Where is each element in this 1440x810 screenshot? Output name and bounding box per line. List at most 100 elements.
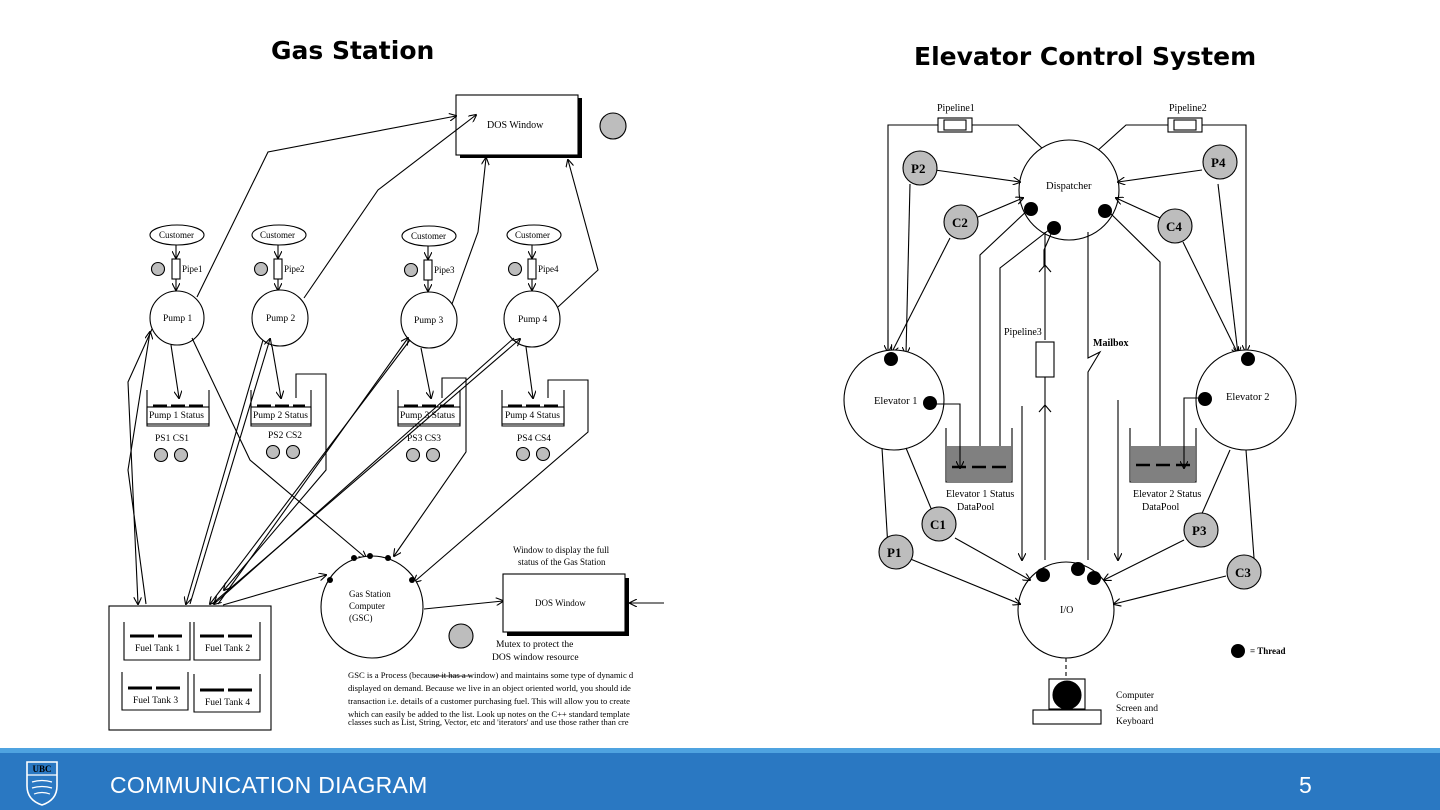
- svg-text:Fuel Tank 2: Fuel Tank 2: [205, 644, 250, 654]
- pipeline3-rect: [1035, 341, 1055, 378]
- gas-station-description: GSC is a Process (because it has a windo…: [348, 670, 634, 727]
- svg-text:PS4 CS4: PS4 CS4: [517, 434, 551, 444]
- elevator1-circle: [843, 349, 945, 451]
- customer-to-pipe-arrows: [176, 245, 532, 291]
- svg-text:Elevator 2 Status: Elevator 2 Status: [1133, 489, 1201, 500]
- gsc-threads: [327, 553, 415, 583]
- elevator-diagram: [843, 117, 1297, 725]
- svg-text:status of the Gas Station: status of the Gas Station: [518, 557, 606, 567]
- gas-station-title: Gas Station: [271, 36, 435, 65]
- svg-text:PS2 CS2: PS2 CS2: [268, 431, 302, 441]
- svg-text:Elevator 1 Status: Elevator 1 Status: [946, 489, 1014, 500]
- gas-station-diagram: [108, 94, 664, 731]
- svg-text:GSC is a Process (because it h: GSC is a Process (because it has a windo…: [348, 670, 634, 680]
- svg-text:Fuel Tank 3: Fuel Tank 3: [133, 696, 178, 706]
- svg-text:P3: P3: [1192, 523, 1207, 538]
- fuel-tanks: [121, 622, 261, 713]
- ubc-logo: UBC: [26, 761, 58, 806]
- svg-text:I/O: I/O: [1060, 605, 1073, 616]
- diagrams-canvas: DOS Window Customer Customer Customer Cu…: [108, 94, 1297, 731]
- svg-text:(GSC): (GSC): [349, 613, 373, 623]
- dos-window-bottom: [502, 573, 626, 633]
- svg-text:Pump 1 Status: Pump 1 Status: [149, 411, 204, 421]
- pump-fuel-arrows: [127, 328, 520, 605]
- elevator-small-node-labels: P2 P4 C2 C4 C1 P1 P3 C3: [887, 155, 1251, 580]
- svg-text:PS1 CS1: PS1 CS1: [155, 434, 189, 444]
- svg-text:Pump 3 Status: Pump 3 Status: [400, 411, 455, 421]
- elevator-thread-dots: [884, 202, 1255, 658]
- footer-bar: [0, 748, 1440, 810]
- footer-title: COMMUNICATION DIAGRAM: [110, 772, 428, 798]
- svg-text:Keyboard: Keyboard: [1116, 717, 1154, 727]
- svg-text:Pump 2: Pump 2: [266, 314, 296, 324]
- customer-ellipses: [149, 224, 562, 247]
- svg-text:Computer: Computer: [1116, 691, 1155, 701]
- page-number: 5: [1299, 772, 1312, 798]
- svg-text:Gas Station: Gas Station: [349, 589, 391, 599]
- svg-text:classes such as List, String,: classes such as List, String, Vector, et…: [348, 717, 629, 727]
- svg-text:Elevator 2: Elevator 2: [1226, 392, 1269, 403]
- pump-semaphores: [153, 444, 551, 463]
- svg-text:transaction i.e. details of a: transaction i.e. details of a customer p…: [348, 696, 630, 706]
- svg-text:DataPool: DataPool: [1142, 502, 1179, 513]
- svg-text:P2: P2: [911, 161, 925, 176]
- svg-text:Fuel Tank 1: Fuel Tank 1: [135, 644, 180, 654]
- mutex-bottom: [448, 623, 474, 649]
- pump-circles: [149, 289, 561, 349]
- gas-station-labels: DOS Window Customer Customer Customer Cu…: [133, 120, 610, 708]
- svg-text:Fuel Tank 4: Fuel Tank 4: [205, 698, 250, 708]
- svg-text:Pump 4: Pump 4: [518, 315, 548, 325]
- mailbox-line: [1087, 232, 1102, 560]
- svg-text:Customer: Customer: [260, 230, 295, 240]
- svg-text:Pump 3: Pump 3: [414, 316, 444, 326]
- svg-text:Pipe4: Pipe4: [538, 264, 559, 274]
- mutex-top: [599, 112, 627, 140]
- dispatcher-circle: [1018, 139, 1120, 241]
- pipe-rects: [171, 258, 537, 281]
- svg-text:Mutex to protect the: Mutex to protect the: [496, 640, 573, 650]
- svg-text:C2: C2: [952, 215, 968, 230]
- svg-text:Dispatcher: Dispatcher: [1046, 181, 1092, 192]
- svg-text:P4: P4: [1211, 155, 1226, 170]
- elevator-small-nodes: [878, 144, 1262, 590]
- svg-text:P1: P1: [887, 545, 901, 560]
- elevator-control-title: Elevator Control System: [914, 42, 1257, 71]
- svg-text:Pipeline1: Pipeline1: [937, 103, 975, 114]
- svg-text:C1: C1: [930, 517, 946, 532]
- svg-text:Pump 4 Status: Pump 4 Status: [505, 411, 560, 421]
- svg-text:Customer: Customer: [411, 231, 446, 241]
- svg-text:Computer: Computer: [349, 601, 385, 611]
- elevator1-datapool: [947, 446, 1011, 482]
- svg-text:Pipe3: Pipe3: [434, 265, 455, 275]
- pipe-mutex-circles: [150, 261, 523, 278]
- svg-text:Screen and: Screen and: [1116, 704, 1158, 714]
- svg-text:Customer: Customer: [159, 230, 194, 240]
- svg-text:Mailbox: Mailbox: [1093, 338, 1129, 349]
- footer-accent-line: [0, 748, 1440, 753]
- svg-text:DOS Window: DOS Window: [487, 120, 544, 131]
- svg-text:DOS window resource: DOS window resource: [492, 653, 579, 663]
- svg-text:Pipe1: Pipe1: [182, 264, 203, 274]
- svg-text:Pump 2 Status: Pump 2 Status: [253, 411, 308, 421]
- svg-text:C3: C3: [1235, 565, 1251, 580]
- svg-text:Window to display the full: Window to display the full: [513, 545, 610, 555]
- pump-to-status-arrows: [170, 344, 589, 590]
- svg-text:Pipe2: Pipe2: [284, 264, 305, 274]
- pump-to-dos-arrows: [196, 115, 599, 308]
- elevator-labels: Pipeline1 Pipeline2 Dispatcher Pipeline3…: [874, 103, 1286, 727]
- svg-text:DOS Window: DOS Window: [535, 598, 586, 608]
- svg-text:C4: C4: [1166, 219, 1182, 234]
- svg-text:Pump 1: Pump 1: [163, 314, 193, 324]
- svg-text:PS3 CS3: PS3 CS3: [407, 434, 441, 444]
- terminal-keyboard: [1032, 709, 1102, 725]
- svg-text:Customer: Customer: [515, 230, 550, 240]
- svg-text:Elevator 1: Elevator 1: [874, 396, 917, 407]
- svg-text:UBC: UBC: [32, 764, 51, 774]
- pump-status-pools: [146, 390, 565, 427]
- svg-text:Pipeline2: Pipeline2: [1169, 103, 1207, 114]
- svg-text:Pipeline3: Pipeline3: [1004, 327, 1042, 338]
- svg-text:displayed on demand. Because w: displayed on demand. Because we live in …: [348, 683, 631, 693]
- svg-text:which can easily be added to t: which can easily be added to the list. L…: [348, 709, 630, 719]
- dos-window-top: [455, 94, 579, 156]
- svg-text:DataPool: DataPool: [957, 502, 994, 513]
